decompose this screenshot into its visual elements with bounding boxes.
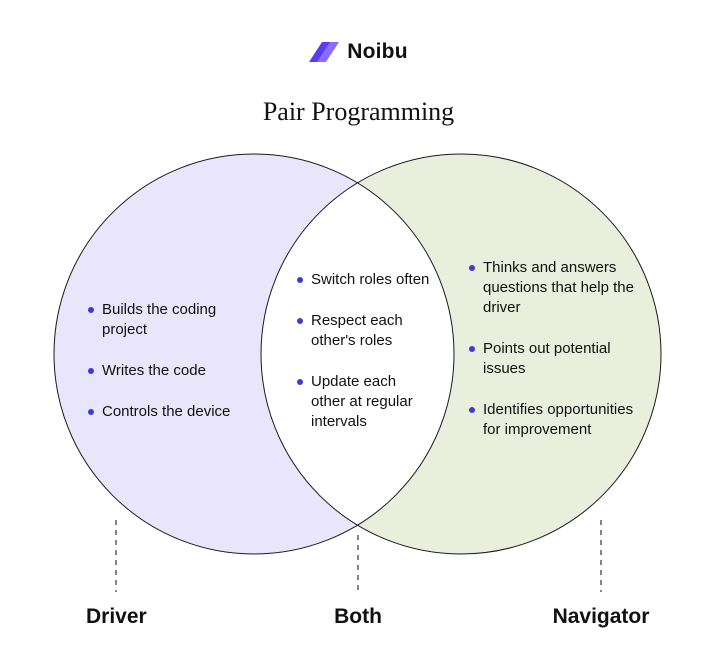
list-item: Identifies opportunities for improvement [469, 400, 635, 440]
driver-label: Driver [86, 605, 147, 628]
list-item: Thinks and answers questions that help t… [469, 258, 635, 318]
bullet-dot [297, 277, 303, 283]
both-label: Both [334, 605, 382, 628]
navigator-list: Thinks and answers questions that help t… [469, 258, 635, 461]
both-list: Switch roles often Respect each other's … [297, 270, 431, 453]
brand-name: Noibu [347, 40, 408, 63]
bullet-dot [88, 307, 94, 313]
bullet-dot [297, 318, 303, 324]
list-item: Builds the coding project [88, 300, 256, 340]
bullet-dot [469, 265, 475, 271]
list-item: Switch roles often [297, 270, 431, 290]
navigator-circle-outline [260, 153, 662, 555]
bullet-dot [469, 407, 475, 413]
list-item: Update each other at regular intervals [297, 372, 431, 432]
list-item: Respect each other's roles [297, 311, 431, 351]
list-item: Points out potential issues [469, 339, 635, 379]
navigator-label: Navigator [552, 605, 650, 628]
bullet-dot [88, 409, 94, 415]
driver-circle-outline [53, 153, 455, 555]
noibu-logo-icon [309, 42, 340, 62]
list-item: Controls the device [88, 402, 256, 422]
both-overlap [261, 154, 454, 554]
brand-logo: Noibu [0, 40, 717, 64]
diagram-title: Pair Programming [262, 97, 455, 126]
bullet-dot [88, 368, 94, 374]
list-item: Writes the code [88, 361, 256, 381]
bullet-dot [297, 379, 303, 385]
driver-list: Builds the coding project Writes the cod… [88, 300, 256, 443]
bullet-dot [469, 346, 475, 352]
